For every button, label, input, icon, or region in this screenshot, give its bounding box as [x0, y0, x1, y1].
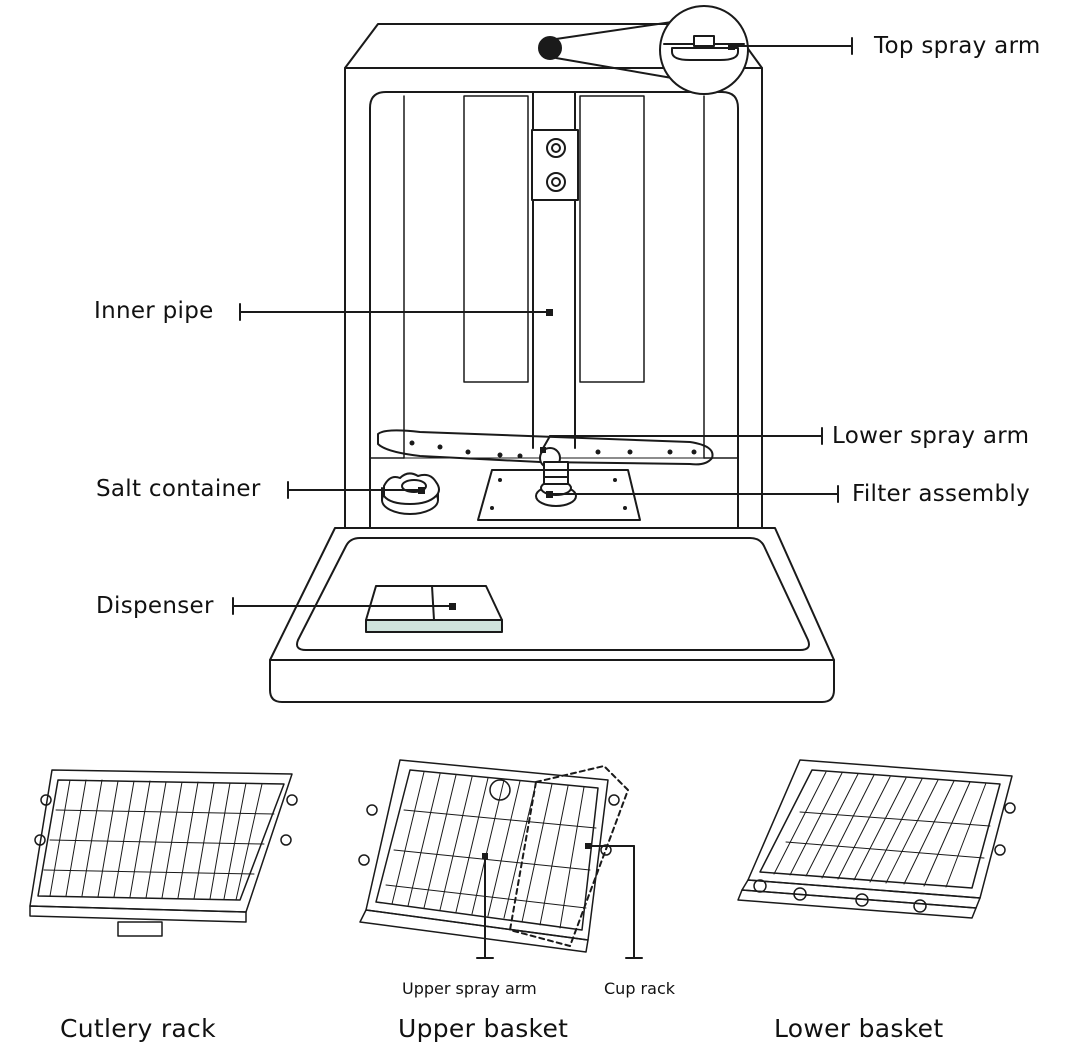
tub-opening [369, 91, 739, 529]
top-spray-arm-magnifier [538, 5, 749, 95]
lower-basket-drawing [737, 759, 1016, 919]
cutlery-rack-drawing [29, 769, 298, 937]
upper-basket-leaders [476, 845, 643, 959]
filter-assembly-drawing [477, 461, 641, 521]
label-dispenser: Dispenser [96, 593, 214, 619]
label-filter-assembly: Filter assembly [852, 481, 1030, 507]
rear-panel-right [579, 95, 645, 383]
label-top-spray-arm: Top spray arm [874, 33, 1041, 59]
dispenser-drawing [365, 585, 503, 633]
label-lower-spray-arm: Lower spray arm [832, 423, 1030, 449]
caption-lower-basket: Lower basket [774, 1014, 944, 1043]
caption-upper-basket: Upper basket [398, 1014, 569, 1043]
dishwasher-door [269, 527, 835, 703]
label-inner-pipe: Inner pipe [94, 298, 214, 324]
label-cup-rack: Cup rack [604, 979, 675, 998]
label-salt-container: Salt container [96, 476, 261, 502]
upper-basket-drawing [358, 759, 629, 953]
caption-cutlery-rack: Cutlery rack [60, 1014, 216, 1043]
inner-pipe-drawing [531, 91, 579, 449]
rear-panel-left [463, 95, 529, 383]
label-upper-spray-arm: Upper spray arm [402, 979, 537, 998]
callout-leaders [232, 37, 853, 615]
salt-container-drawing [381, 472, 440, 515]
